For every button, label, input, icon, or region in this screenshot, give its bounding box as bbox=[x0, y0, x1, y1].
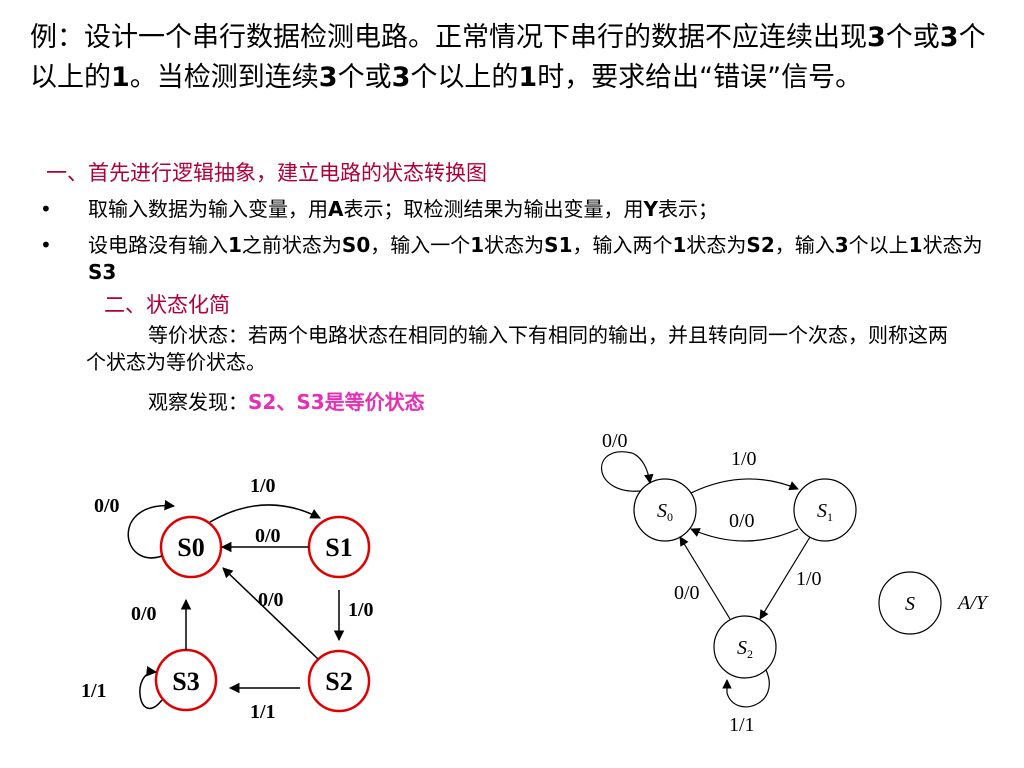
bullet-input-output: • 取输入数据为输入变量，用A表示；取检测结果为输出变量，用Y表示； bbox=[40, 196, 1000, 223]
edge-s0-to-s1 bbox=[690, 478, 799, 494]
edge-s3-self bbox=[139, 666, 163, 709]
label-s0-self: 0/0 bbox=[602, 430, 628, 452]
text-run: 设电路没有输入 bbox=[88, 233, 228, 257]
intro-text: 时，要求给出“错误”信号。 bbox=[537, 62, 863, 93]
state-s0-label: S0 bbox=[657, 500, 673, 524]
intro-text: 个或 bbox=[885, 22, 940, 53]
edge-s1-to-s2 bbox=[759, 536, 811, 620]
state-s1-label: S1 bbox=[817, 500, 833, 524]
state-s3-label: S3 bbox=[172, 667, 199, 696]
label-s2-self: 1/1 bbox=[729, 714, 755, 736]
edge-s0-to-s1 bbox=[209, 504, 321, 523]
label-s1-to-s0: 0/0 bbox=[729, 510, 755, 532]
label-s0-to-s1: 1/0 bbox=[731, 448, 757, 470]
intro-text: 。当检测到连续 bbox=[129, 62, 319, 93]
bold-run: 1 bbox=[228, 233, 242, 257]
bullet-marker: • bbox=[40, 197, 52, 221]
text-run: ，输入 bbox=[774, 233, 835, 257]
right-state-diagram: S0 S1 S2 S A/Y 0/0 1/0 0/0 1/0 0/0 1/1 bbox=[600, 430, 989, 736]
text-run: 个以上 bbox=[848, 233, 909, 257]
state-letter: S bbox=[737, 637, 747, 659]
edge-s1-to-s0 bbox=[690, 528, 799, 542]
intro-text: 个或 bbox=[337, 62, 392, 93]
label-s1-to-s2: 1/0 bbox=[796, 568, 822, 590]
text-run: 状态为 bbox=[686, 233, 747, 257]
text-run: ，输入一个 bbox=[370, 233, 471, 257]
intro-number: 3 bbox=[318, 62, 338, 93]
text-run: 表示；取检测结果为输出变量，用 bbox=[343, 197, 644, 221]
section-1-heading: 一、首先进行逻辑抽象，建立电路的状态转换图 bbox=[46, 161, 487, 185]
label-s2-to-s0: 0/0 bbox=[674, 582, 700, 604]
state-s2-label: S2 bbox=[737, 637, 753, 661]
text-run: 状态为 bbox=[922, 233, 983, 257]
intro-text: 个以上的 bbox=[30, 22, 986, 93]
bold-run: S1 bbox=[544, 233, 573, 257]
state-letter: S bbox=[657, 500, 667, 522]
observation-prefix: 观察发现： bbox=[148, 390, 248, 414]
label-s1-to-s2: 1/0 bbox=[348, 599, 374, 621]
legend-state-circle bbox=[878, 571, 942, 635]
equivalence-definition: 等价状态：若两个电路状态在相同的输入下有相同的输出，并且转向同一个次态，则称这两… bbox=[86, 323, 948, 374]
edge-s2-self bbox=[722, 669, 770, 708]
bullet-marker: • bbox=[40, 233, 52, 257]
bold-run: 1 bbox=[672, 233, 687, 257]
state-s2-circle bbox=[307, 649, 371, 713]
legend-state-label: S bbox=[905, 593, 915, 615]
text-run: 表示； bbox=[657, 197, 718, 221]
state-subscript: 1 bbox=[827, 510, 833, 524]
label-s1-to-s0: 0/0 bbox=[255, 525, 281, 547]
text-run: 取输入数据为输入变量，用 bbox=[88, 197, 328, 221]
state-s1-label: S1 bbox=[325, 533, 352, 562]
bullet-text: 取输入数据为输入变量，用A表示；取检测结果为输出变量，用Y表示； bbox=[88, 196, 1000, 223]
state-s0-circle bbox=[633, 478, 697, 542]
edge-s2-to-s0 bbox=[679, 536, 731, 620]
state-letter: S bbox=[817, 500, 827, 522]
label-s0-to-s1: 1/0 bbox=[250, 475, 276, 497]
edge-s2-to-s0 bbox=[222, 567, 319, 660]
variable-y: Y bbox=[643, 197, 658, 221]
intro-number: 3 bbox=[939, 22, 959, 53]
state-s0-label: S0 bbox=[177, 533, 204, 562]
label-s2-to-s0: 0/0 bbox=[258, 589, 284, 611]
observation-line: 观察发现：S2、S3是等价状态 bbox=[148, 387, 425, 417]
intro-number: 1 bbox=[518, 62, 538, 93]
intro-text: 例：设计一个串行数据检测电路。正常情况下串行的数据不应连续出现 bbox=[30, 22, 867, 53]
section-2-heading: 二、状态化简 bbox=[104, 293, 230, 317]
intro-number: 3 bbox=[391, 62, 411, 93]
text-run: 之前状态为 bbox=[241, 233, 342, 257]
intro-paragraph: 例：设计一个串行数据检测电路。正常情况下串行的数据不应连续出现3个或3个以上的1… bbox=[30, 18, 990, 98]
left-state-diagram: S0 S1 S2 S3 0/0 1/0 0/0 0/0 1/0 0/0 1/1 … bbox=[81, 475, 374, 723]
edge-s0-self bbox=[127, 499, 176, 559]
state-s1-circle bbox=[793, 478, 857, 542]
state-s2-circle bbox=[713, 615, 777, 679]
label-s2-to-s3: 1/1 bbox=[250, 701, 276, 723]
bullet-state-definition: •设电路没有输入1之前状态为S0，输入一个1状态为S1，输入两个1状态为S2，输… bbox=[40, 232, 1000, 286]
bold-run: S3 bbox=[88, 260, 117, 284]
state-s2-label: S2 bbox=[325, 667, 352, 696]
bold-run: 1 bbox=[470, 233, 485, 257]
bold-run: 1 bbox=[908, 233, 923, 257]
legend-output-label: A/Y bbox=[956, 592, 989, 614]
state-subscript: 0 bbox=[667, 510, 673, 524]
edge-s0-self bbox=[600, 451, 654, 492]
text-run: 状态为 bbox=[484, 233, 545, 257]
bold-run: S0 bbox=[341, 233, 371, 257]
label-s3-self: 1/1 bbox=[81, 680, 107, 702]
intro-text: 个以上的 bbox=[410, 62, 519, 93]
text-run: ，输入两个 bbox=[572, 233, 673, 257]
label-s3-to-s0: 0/0 bbox=[131, 603, 157, 625]
observation-highlight: S2、S3是等价状态 bbox=[248, 390, 425, 414]
bold-run: S2 bbox=[746, 233, 775, 257]
variable-a: A bbox=[328, 197, 344, 221]
intro-number: 1 bbox=[111, 62, 130, 93]
state-subscript: 2 bbox=[747, 647, 753, 661]
intro-number: 3 bbox=[867, 22, 886, 53]
bold-run: 3 bbox=[834, 233, 849, 257]
bullet-text: 设电路没有输入1之前状态为S0，输入一个1状态为S1，输入两个1状态为S2，输入… bbox=[88, 232, 1000, 286]
label-s0-self: 0/0 bbox=[94, 495, 120, 517]
